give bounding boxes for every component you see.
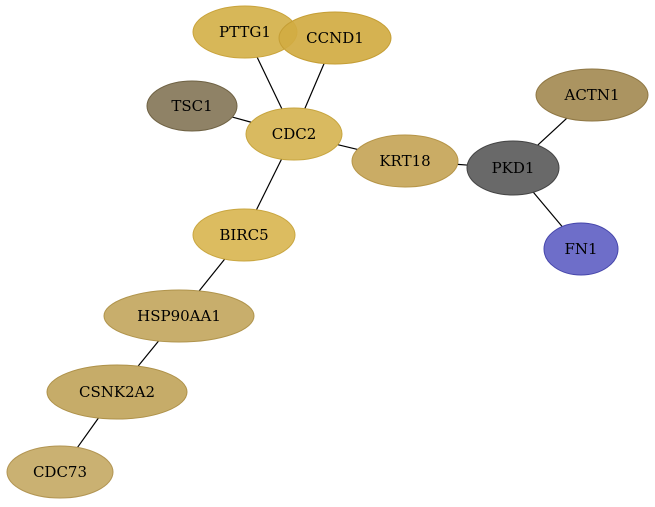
node-label-krt18: KRT18: [379, 152, 430, 170]
node-shape-hsp90aa1[interactable]: [103, 289, 255, 343]
node-label-fn1: FN1: [564, 240, 597, 258]
node-shape-cdc73[interactable]: [6, 445, 114, 499]
node-label-ccnd1: CCND1: [306, 29, 364, 47]
node-shape-fn1[interactable]: [543, 222, 619, 276]
node-shape-csnk2a2[interactable]: [46, 364, 188, 420]
edge-pkd1-fn1: [532, 191, 563, 227]
edge-krt18-pkd1: [457, 163, 468, 166]
node-birc5[interactable]: BIRC5: [192, 208, 296, 262]
node-shape-krt18[interactable]: [351, 134, 459, 188]
node-label-pttg1: PTTG1: [219, 23, 271, 41]
node-shape-birc5[interactable]: [192, 208, 296, 262]
node-label-cdc2: CDC2: [272, 125, 317, 143]
edge-hsp90aa1-csnk2a2: [137, 340, 160, 367]
node-shape-tsc1[interactable]: [146, 80, 238, 132]
node-pkd1[interactable]: PKD1: [466, 140, 560, 196]
node-hsp90aa1[interactable]: HSP90AA1: [103, 289, 255, 343]
node-label-hsp90aa1: HSP90AA1: [137, 307, 221, 325]
node-shape-pkd1[interactable]: [466, 140, 560, 196]
node-label-tsc1: TSC1: [171, 97, 212, 115]
edge-tsc1-cdc2: [232, 116, 252, 123]
node-krt18[interactable]: KRT18: [351, 134, 459, 188]
node-shape-cdc2[interactable]: [245, 107, 343, 161]
node-fn1[interactable]: FN1: [543, 222, 619, 276]
node-label-birc5: BIRC5: [219, 226, 268, 244]
node-shape-actn1[interactable]: [535, 68, 649, 122]
node-label-actn1: ACTN1: [564, 86, 620, 104]
node-ccnd1[interactable]: CCND1: [278, 11, 392, 65]
edge-ccnd1-cdc2: [304, 63, 325, 109]
edges-layer: [76, 57, 568, 448]
node-label-cdc73: CDC73: [33, 463, 87, 481]
node-label-csnk2a2: CSNK2A2: [79, 383, 155, 401]
node-csnk2a2[interactable]: CSNK2A2: [46, 364, 188, 420]
node-cdc2[interactable]: CDC2: [245, 107, 343, 161]
node-label-pkd1: PKD1: [492, 159, 535, 177]
edge-pttg1-cdc2: [256, 57, 283, 110]
edge-birc5-hsp90aa1: [198, 258, 226, 292]
node-pttg1[interactable]: PTTG1: [192, 5, 298, 59]
edge-csnk2a2-cdc73: [76, 417, 99, 448]
node-tsc1[interactable]: TSC1: [146, 80, 238, 132]
edge-cdc2-krt18: [337, 144, 358, 151]
node-actn1[interactable]: ACTN1: [535, 68, 649, 122]
edge-actn1-pkd1: [537, 117, 568, 146]
node-shape-ccnd1[interactable]: [278, 11, 392, 65]
node-cdc73[interactable]: CDC73: [6, 445, 114, 499]
edge-cdc2-birc5: [255, 158, 283, 211]
